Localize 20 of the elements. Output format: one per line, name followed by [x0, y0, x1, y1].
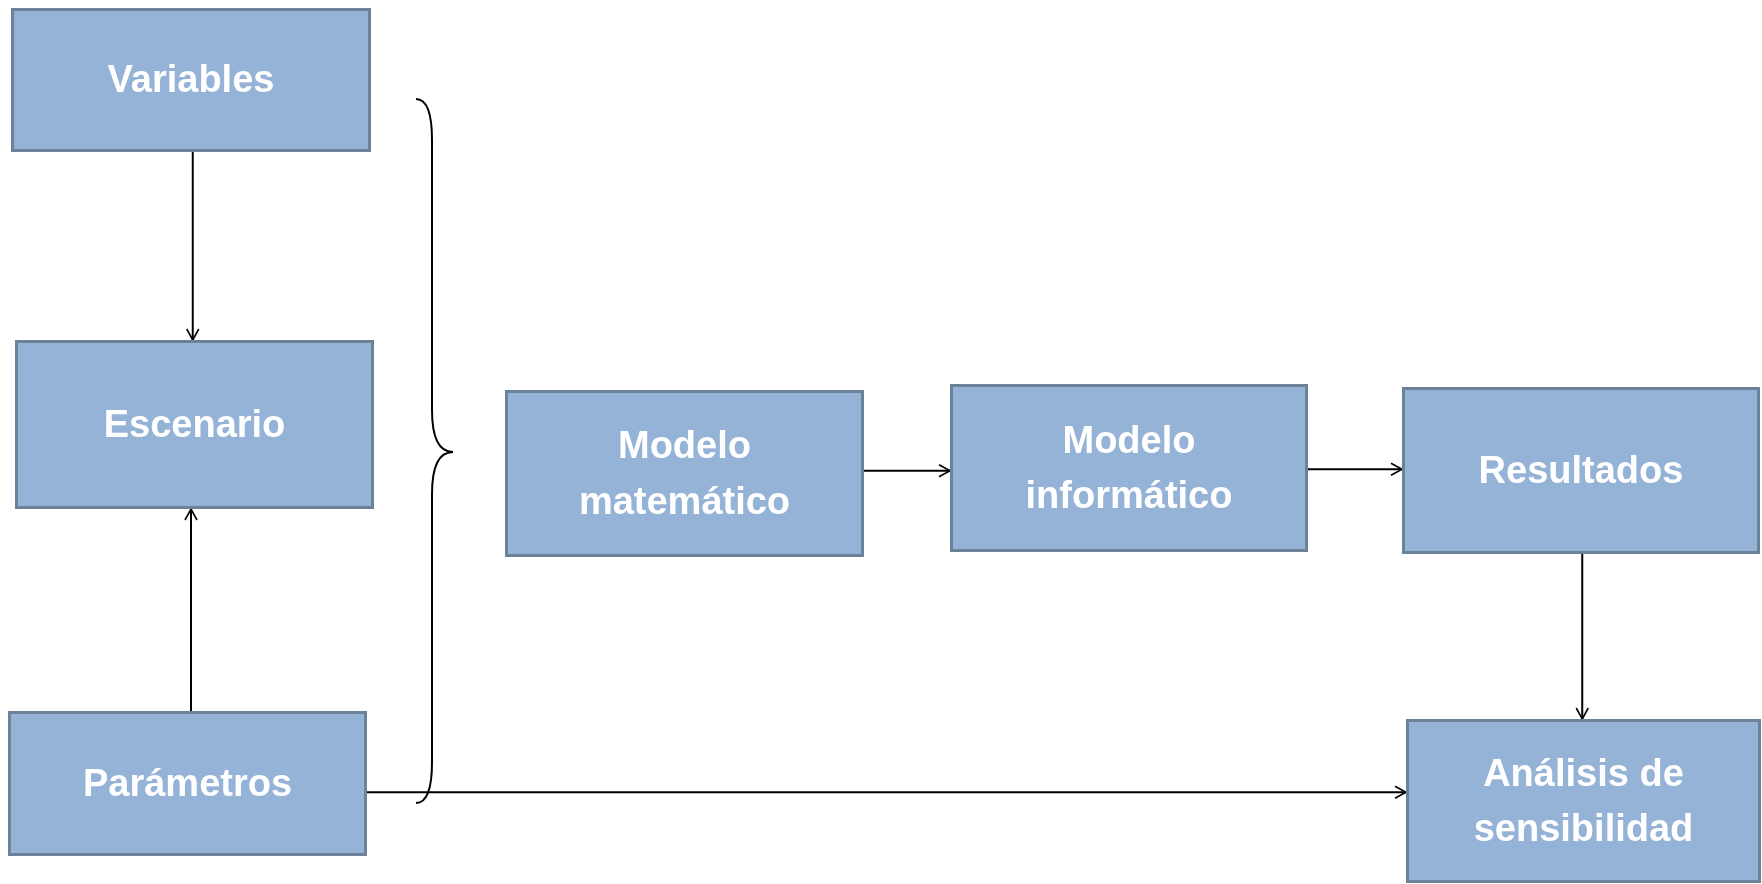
box-label: Parámetros — [82, 760, 293, 806]
process-box — [1402, 387, 1760, 554]
box-label: Modelo informático — [1024, 417, 1234, 518]
box-label: Resultados — [1478, 447, 1684, 493]
box-label: Variables — [107, 57, 275, 103]
process-box — [11, 8, 371, 152]
arrow — [1575, 553, 1590, 720]
box-label: Análisis de sensibilidad — [1472, 750, 1695, 851]
arrow — [184, 508, 198, 712]
process-box — [15, 340, 374, 509]
box-label: Escenario — [103, 401, 286, 447]
process-box — [8, 711, 367, 856]
arrow — [1307, 462, 1403, 477]
process-box — [505, 390, 864, 557]
arrow — [185, 151, 200, 341]
process-box — [1406, 719, 1761, 883]
arrow — [863, 463, 951, 478]
arrow — [366, 785, 1407, 800]
box-label: Modelo matemático — [577, 423, 792, 524]
process-box — [950, 384, 1308, 552]
